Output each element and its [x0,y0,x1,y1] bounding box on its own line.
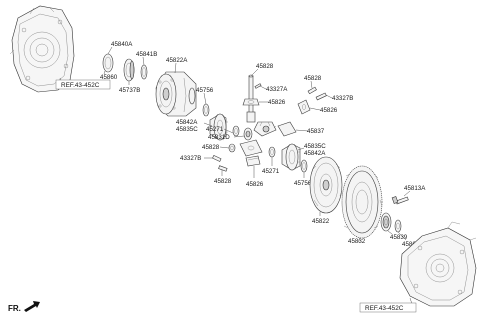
part-label-45826-right[interactable]: 45826 [320,107,338,114]
orientation-label: FR. [8,304,21,313]
bearing-race-part [123,58,135,82]
pinion-shaft-part [248,74,254,115]
part-label-45813A[interactable]: 45813A [404,185,426,192]
part-label-45828-mid[interactable]: 45828 [202,144,220,151]
lock-pin-right-part [315,92,327,101]
part-label-45756-upper[interactable]: 45756 [196,87,214,94]
part-label-45271-upper[interactable]: 45271 [206,126,224,133]
pinion-washer-lower-part [268,146,276,158]
part-label-43327B-left[interactable]: 43327B [180,155,201,162]
ring-gear-part [341,165,383,239]
pinion-pin-right-part [307,86,317,95]
ref-box-bottom-right [359,302,417,313]
seal-ring-part [102,53,114,73]
transmission-case-top-left [9,5,75,93]
part-label-45826-lower[interactable]: 45826 [246,181,264,188]
part-label-45835C-lower[interactable]: 45835C [304,143,326,150]
side-gear-lower-part [281,143,301,171]
part-label-45839[interactable]: 45839 [390,234,408,241]
part-label-43327B-right[interactable]: 43327B [332,95,353,102]
part-label-45832[interactable]: 45832 [348,238,366,245]
pinion-pin-bottom-part [218,165,228,172]
part-label-45756-lower[interactable]: 45756 [294,180,312,187]
lock-pin-part [254,83,262,89]
differential-case-part [155,71,197,117]
part-label-45822A[interactable]: 45822A [166,57,188,64]
cross-shaft-assembly [246,111,277,137]
part-label-43327A[interactable]: 43327A [266,86,288,93]
output-bearing-part [380,212,392,232]
seal-right-part [394,219,402,233]
transmission-case-bottom-right [399,221,477,307]
side-gear-part [209,113,228,141]
part-label-45271-lower[interactable]: 45271 [262,168,280,175]
part-label-45835C-upper[interactable]: 45835C [176,126,198,133]
pinion-washer-left-part [228,143,236,153]
pinion-gear-part [243,127,253,141]
ref-label-bottom-right[interactable]: REF.43-452C [365,305,404,312]
part-label-45831D[interactable]: 45831D [208,134,230,141]
part-label-45842A-lower[interactable]: 45842A [304,150,326,157]
part-label-45842A-upper[interactable]: 45842A [176,119,198,126]
bolt-part [391,196,409,205]
pinion-lower-part [239,139,263,167]
ref-box-top-left [55,79,111,90]
part-label-45737B[interactable]: 45737B [119,87,140,94]
pinion-right-part [297,99,311,115]
part-label-45828-top[interactable]: 45828 [256,63,274,70]
part-label-45837[interactable]: 45837 [307,128,325,135]
thrust-block-part [277,121,297,137]
part-label-45828-right[interactable]: 45828 [304,75,322,82]
pinion-washer-part [232,125,240,137]
part-label-45841B[interactable]: 45841B [136,51,157,58]
part-label-45860[interactable]: 45860 [100,74,118,81]
snap-ring-part [140,64,148,80]
ring-gear-case-part [309,156,343,214]
part-label-45826-upper[interactable]: 45826 [268,99,286,106]
part-label-45828-bottom[interactable]: 45828 [214,178,232,185]
ref-label-top-left[interactable]: REF.43-452C [61,82,100,89]
part-label-45840A[interactable]: 45840A [111,41,133,48]
thrust-washer-part [202,103,210,117]
lock-pin-left-part [212,155,222,162]
thrust-washer-lower-part [300,159,308,173]
part-label-45822[interactable]: 45822 [312,218,330,225]
arrow-icon [24,301,40,312]
pinion-upper-part [242,98,260,106]
